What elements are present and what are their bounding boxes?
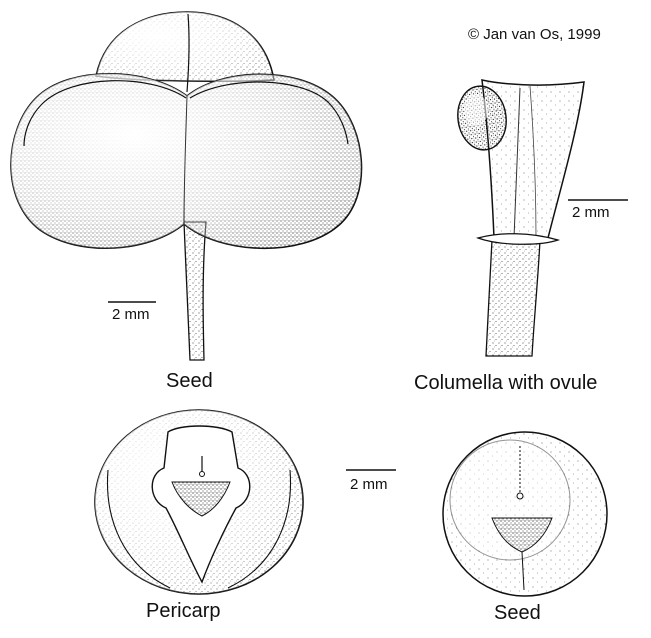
fruit-stalk xyxy=(183,221,207,361)
columella-scale-label: 2 mm xyxy=(572,204,610,221)
seed-hilum xyxy=(491,517,553,553)
copyright-notice: © Jan van Os, 1999 xyxy=(468,26,601,43)
seed-outline xyxy=(442,431,608,597)
columella-stalk xyxy=(485,239,541,357)
columella-illustration xyxy=(457,79,585,357)
seed-caption: Seed xyxy=(494,602,541,624)
fruit-caption: Seed xyxy=(166,370,213,392)
fruit-scale-label: 2 mm xyxy=(112,306,150,323)
fruit-illustration xyxy=(10,11,363,361)
columella-column xyxy=(481,79,585,239)
seed-illustration xyxy=(442,431,608,597)
columella-caption: Columella with ovule xyxy=(414,372,598,394)
pericarp-illustration xyxy=(94,409,304,595)
pericarp-scale-label: 2 mm xyxy=(350,476,388,493)
pericarp-caption: Pericarp xyxy=(146,600,221,622)
